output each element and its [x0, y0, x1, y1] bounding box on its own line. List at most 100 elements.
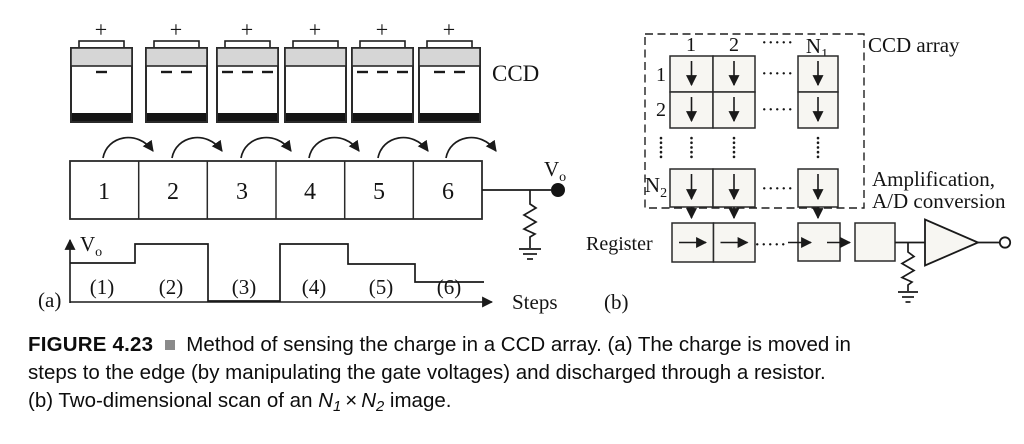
vo-sub: o: [559, 170, 566, 185]
plus-label: +: [443, 17, 455, 42]
gate-electrode: [426, 40, 473, 49]
caption-line-3: (b) Two-dimensional scan of an N1×N2 ima…: [28, 387, 1018, 421]
output-voltage-label: Vo: [544, 157, 566, 185]
caption-text-3-suffix: image.: [384, 389, 452, 412]
ground-symbol: [898, 291, 918, 303]
transfer-arrow: [102, 136, 154, 159]
transfer-arrows: [102, 136, 497, 159]
step-label: (4): [302, 275, 327, 299]
gate-region: [70, 47, 133, 67]
horizontal-ellipsis: ·····: [762, 35, 795, 51]
wf-vo-base: V: [80, 232, 95, 256]
transfer-arrow: [445, 136, 497, 159]
substrate-bar: [420, 113, 479, 121]
substrate-bar: [218, 113, 277, 121]
vo-base: V: [544, 157, 559, 181]
ccd-array-dashed-box: [644, 33, 865, 209]
waveform-x-label: Steps: [512, 290, 558, 314]
resistor: [522, 190, 538, 248]
output-terminal: [998, 236, 1012, 249]
panel-b-label: (b): [604, 290, 629, 314]
caption-n1: N: [318, 389, 333, 412]
caption-text-3-prefix: (b) Two-dimensional scan of an: [28, 389, 319, 412]
gate-electrode: [224, 40, 271, 49]
register-cell-number: 6: [442, 179, 454, 205]
wf-vo-sub: o: [95, 245, 102, 260]
ccd-label: CCD: [492, 61, 539, 86]
waveform-plot: Vo Steps (1) (2) (3) (4) (5) (6): [64, 232, 558, 314]
figure-number: FIGURE 4.23: [28, 333, 154, 356]
transfer-arrow: [171, 136, 223, 159]
register-cell-number: 1: [98, 179, 110, 205]
ground-symbol: [519, 248, 541, 260]
plus-label: +: [376, 17, 388, 42]
register-label: Register: [586, 233, 653, 255]
horizontal-ellipsis: ·····: [762, 66, 795, 82]
step-label: (6): [437, 275, 462, 299]
step-label: (2): [159, 275, 184, 299]
register-cell-number: 4: [304, 179, 316, 205]
amplifier-input-box: [854, 222, 896, 262]
panel-a-label: (a): [38, 288, 61, 312]
gate-electrode: [153, 40, 200, 49]
col-header: 1: [686, 34, 696, 56]
ccd-cell: +: [70, 17, 133, 123]
panel-a: + + +: [38, 17, 566, 314]
gate-region: [418, 47, 481, 67]
caption-text-1: Method of sensing the charge in a CCD ar…: [186, 333, 851, 356]
diagram-canvas: + + +: [38, 17, 1012, 314]
register-cell-number: 3: [236, 179, 248, 205]
waveform-y-label: Vo: [80, 232, 102, 260]
gate-electrode: [78, 40, 125, 49]
output-network: [482, 183, 565, 260]
horizontal-ellipsis: ·····: [762, 102, 795, 118]
substrate-bar: [72, 113, 131, 121]
n2-sub: 2: [660, 186, 667, 201]
transfer-arrow: [377, 136, 429, 159]
substrate-bar: [353, 113, 412, 121]
readout-register-cells: [671, 222, 896, 263]
caption-times-sign: ×: [345, 389, 358, 412]
ccd-cell: +: [284, 17, 347, 123]
plus-label: +: [95, 17, 107, 42]
waveform-trace: [70, 243, 484, 302]
step-label: (3): [232, 275, 257, 299]
array-cell-arrows: [686, 61, 824, 220]
ccd-cell: +: [418, 17, 481, 123]
horizontal-ellipsis: ·····: [755, 237, 788, 253]
row-header: 1: [656, 64, 666, 86]
register-cell-number: 2: [167, 179, 179, 205]
plus-label: +: [170, 17, 182, 42]
step-label: (1): [90, 275, 115, 299]
ccd-array-label: CCD array: [868, 33, 960, 57]
caption-line-2: steps to the edge (by manipulating the g…: [28, 359, 1018, 387]
col-header-n1: N1: [806, 34, 828, 62]
gate-region: [145, 47, 208, 67]
transfer-arrow: [240, 136, 292, 159]
n1-base: N: [806, 34, 821, 58]
panel-b: 1 2 ····· N1 1 2 N2: [586, 33, 1012, 314]
plus-label: +: [309, 17, 321, 42]
n2-base: N: [645, 173, 660, 197]
plus-label: +: [241, 17, 253, 42]
register-dividers: [137, 161, 415, 219]
array-cells: [669, 55, 839, 208]
gate-region: [351, 47, 414, 67]
caption-n1-sub: 1: [333, 399, 342, 416]
substrate-bar: [147, 113, 206, 121]
caption-n2-sub: 2: [376, 399, 385, 416]
resistor: [900, 242, 916, 291]
amplifier-chain: [895, 218, 1012, 303]
register-cell-number: 5: [373, 179, 385, 205]
ccd-cell: +: [145, 17, 208, 123]
transfer-arrow: [308, 136, 360, 159]
gate-region: [284, 47, 347, 67]
vertical-ellipsis-group: [659, 136, 820, 163]
amplification-label-line1: Amplification,: [872, 167, 995, 191]
step-label: (5): [369, 275, 394, 299]
horizontal-ellipsis: ·····: [762, 181, 795, 197]
row-header: 2: [656, 99, 666, 121]
substrate-bar: [286, 113, 345, 121]
caption-n2: N: [361, 389, 377, 412]
figure-caption: FIGURE 4.23 Method of sensing the charge …: [28, 331, 1018, 421]
